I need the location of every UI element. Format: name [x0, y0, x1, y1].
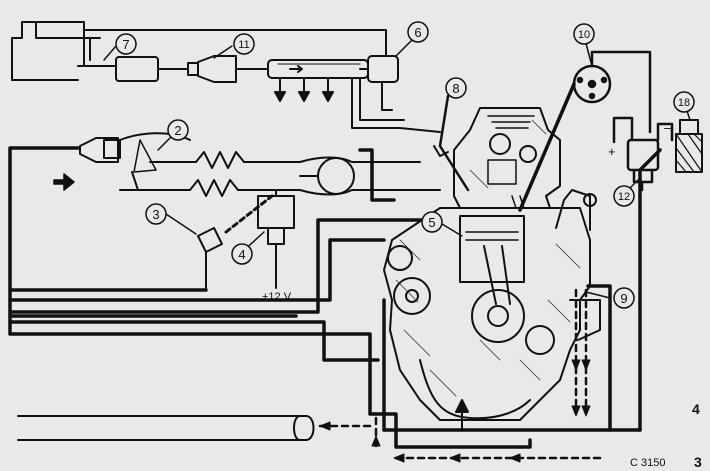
- rail-feed-pipes: [351, 77, 441, 133]
- engine-cross-section: [383, 107, 601, 431]
- figure-code: C 3150: [630, 457, 665, 469]
- vent-hose: [17, 415, 315, 441]
- diagram-text: +12 V + – C 3150 4 3: [262, 120, 702, 470]
- injector-8-line: [433, 94, 470, 192]
- callout-8: 8: [452, 81, 459, 96]
- temperature-sensor-3: [197, 227, 223, 291]
- supply-voltage-label: +12 V: [262, 291, 292, 303]
- fuel-tank-return-circuit: [11, 21, 387, 81]
- callout-numbers: 2 3 4 5 6 7 8 9 10 11 12 18: [122, 25, 690, 306]
- control-unit-4: [257, 189, 295, 289]
- callout-9: 9: [620, 291, 627, 306]
- pressure-regulator-6: [359, 55, 399, 111]
- callout-18: 18: [678, 97, 690, 109]
- air-intake-duct: [119, 151, 441, 197]
- callout-2: 2: [174, 123, 181, 138]
- oil-return-dashed: [318, 288, 602, 460]
- callout-7: 7: [122, 37, 129, 52]
- coil-plus-label: +: [608, 144, 616, 159]
- battery-18: [675, 119, 703, 173]
- return-arrowheads: [319, 359, 591, 463]
- dashed-linkage: [224, 194, 274, 234]
- engine-shading: [395, 119, 581, 397]
- coil-minus-label: –: [664, 120, 672, 135]
- fuel-accumulator-11: [187, 55, 269, 83]
- callout-4: 4: [238, 247, 245, 262]
- callout-11: 11: [238, 39, 249, 51]
- callout-6: 6: [414, 25, 421, 40]
- distributor-10: [518, 50, 652, 212]
- wiring-harness-left: [8, 146, 662, 449]
- intake-arrow: [53, 173, 75, 191]
- fuel-pump-7: [77, 47, 189, 82]
- callout-circles: [115, 21, 695, 309]
- page-marker-bottom: 3: [694, 454, 702, 470]
- airflow-meter-2: [79, 132, 191, 191]
- callout-3: 3: [152, 207, 159, 222]
- ignition-coil-12: [612, 116, 674, 192]
- page-marker-top: 4: [692, 401, 700, 417]
- callout-10: 10: [578, 29, 590, 41]
- callout-5: 5: [428, 215, 435, 230]
- callout-12: 12: [618, 191, 630, 203]
